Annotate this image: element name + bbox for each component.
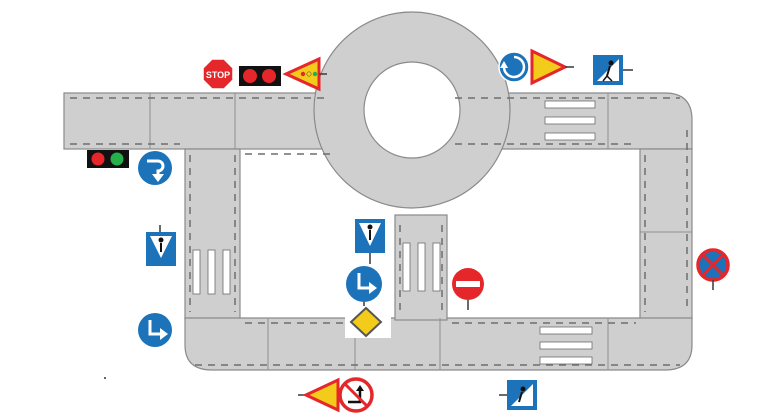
- traffic-light-icon: [87, 150, 129, 168]
- no-entry-sign-icon: [452, 268, 484, 310]
- no-u-turn-sign-icon: [338, 377, 374, 413]
- warning-triangle-icon: [282, 56, 327, 92]
- turn-right-arrow-sign-icon: [346, 266, 382, 310]
- priority-road-sign-icon: [345, 306, 391, 338]
- roundabout-sign-icon: [498, 51, 530, 83]
- crossing-top-right: [544, 100, 596, 141]
- road-right-vertical: [639, 148, 693, 320]
- crossing-middle: [402, 242, 441, 292]
- stop-sign-icon: STOP: [202, 58, 234, 90]
- turn-right-arrow-sign-icon: [138, 151, 172, 185]
- road-top-left: [63, 92, 340, 150]
- turn-right-arrow-sign-icon: [138, 313, 172, 347]
- warning-triangle-icon: [298, 377, 340, 413]
- traffic-light-icon: [239, 66, 281, 86]
- road-bottom: [184, 317, 693, 371]
- stop-sign-label: STOP: [206, 70, 230, 80]
- stray-dot: [104, 377, 106, 379]
- pedestrian-crossing-sign-icon: [146, 225, 176, 266]
- crossing-left: [192, 249, 231, 295]
- crossing-bottom-right: [539, 326, 593, 365]
- pedestrian-crossing-sign-icon: [499, 380, 537, 410]
- no-stopping-sign-icon: [696, 248, 730, 290]
- warning-triangle-icon: [530, 48, 574, 86]
- roundabout-island: [363, 61, 461, 159]
- pedestrian-crossing-sign-icon: [350, 213, 390, 264]
- pedestrian-crossing-sign-icon: [593, 55, 633, 85]
